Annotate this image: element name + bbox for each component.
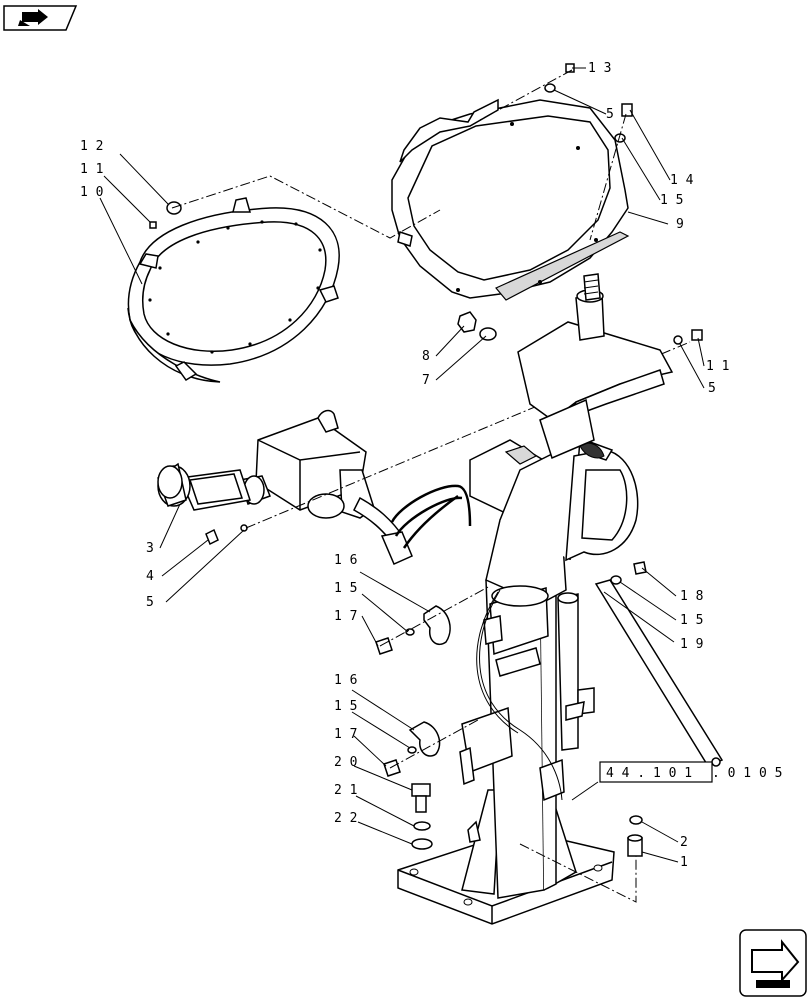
callout-22: 2 2 (334, 811, 357, 826)
washer-5-right (673, 335, 683, 345)
callout-10: 1 0 (80, 185, 103, 200)
section-reference[interactable]: 4 4 . 1 0 1 . 0 1 0 5 (599, 761, 782, 783)
callout-2: 2 (680, 835, 688, 850)
strap-19 (594, 579, 724, 767)
callout-18: 1 8 (680, 589, 703, 604)
washer-2 (629, 815, 643, 825)
washer-7 (479, 327, 497, 341)
reference-suffix: . 0 1 0 5 (712, 766, 782, 781)
callout-8: 8 (422, 349, 430, 364)
callout-16-upper: 1 6 (334, 553, 357, 568)
callout-15-lower: 1 5 (334, 699, 357, 714)
leader-lines (99, 67, 705, 863)
washer-15-right (610, 575, 622, 585)
washer-12 (166, 201, 182, 215)
washer-5-top (544, 83, 556, 93)
bolt-18 (633, 561, 647, 575)
screw-11 (149, 221, 157, 229)
callout-5-top: 5 (606, 107, 614, 122)
wire-clip (390, 484, 472, 549)
callout-7: 7 (422, 373, 430, 388)
assembly-line-clip-upper (379, 585, 491, 647)
previous-page-tab[interactable] (3, 5, 78, 31)
reference-box (599, 761, 713, 783)
assembly-line-base (519, 843, 637, 903)
assembly-line-bezel (171, 175, 441, 239)
callout-5-joy: 5 (146, 595, 154, 610)
instrument-bezel-left (127, 197, 340, 383)
callout-1: 1 (680, 855, 688, 870)
callout-15-top: 1 5 (660, 193, 683, 208)
callout-9: 9 (676, 217, 684, 232)
callout-labels: 1 2 1 1 1 0 1 3 5 1 4 1 5 9 8 7 1 1 5 3 … (80, 61, 729, 870)
callout-15-upper: 1 5 (334, 581, 357, 596)
assembly-line-clip-lower (389, 719, 479, 769)
callout-4: 4 (146, 569, 154, 584)
callout-11: 1 1 (80, 162, 103, 177)
callout-19: 1 9 (680, 637, 703, 652)
callout-12: 1 2 (80, 139, 103, 154)
callout-17-lower: 1 7 (334, 727, 357, 742)
screw-14 (621, 103, 633, 117)
next-page-tab[interactable] (739, 929, 807, 997)
steering-column (397, 273, 674, 925)
assembly-line-14 (589, 113, 627, 241)
reference-code: 4 4 . 1 0 1 (606, 766, 692, 781)
bolt-4 (205, 528, 219, 546)
callout-13: 1 3 (588, 61, 611, 76)
callout-11-right: 1 1 (706, 359, 729, 374)
callout-5-right: 5 (708, 381, 716, 396)
instrument-cover-right (391, 63, 633, 301)
callout-3: 3 (146, 541, 154, 556)
callout-16-lower: 1 6 (334, 673, 357, 688)
screw-11-right (691, 329, 703, 341)
callout-20: 2 0 (334, 755, 357, 770)
callout-14: 1 4 (670, 173, 694, 188)
callout-15-right: 1 5 (680, 613, 703, 628)
bolt-stack-left (411, 783, 433, 850)
callout-17-upper: 1 7 (334, 609, 357, 624)
strap-assembly (594, 561, 724, 767)
clip-16-upper (375, 605, 451, 655)
clip-16-lower (383, 721, 441, 777)
callout-21: 2 1 (334, 783, 357, 798)
joystick-control (157, 409, 413, 565)
